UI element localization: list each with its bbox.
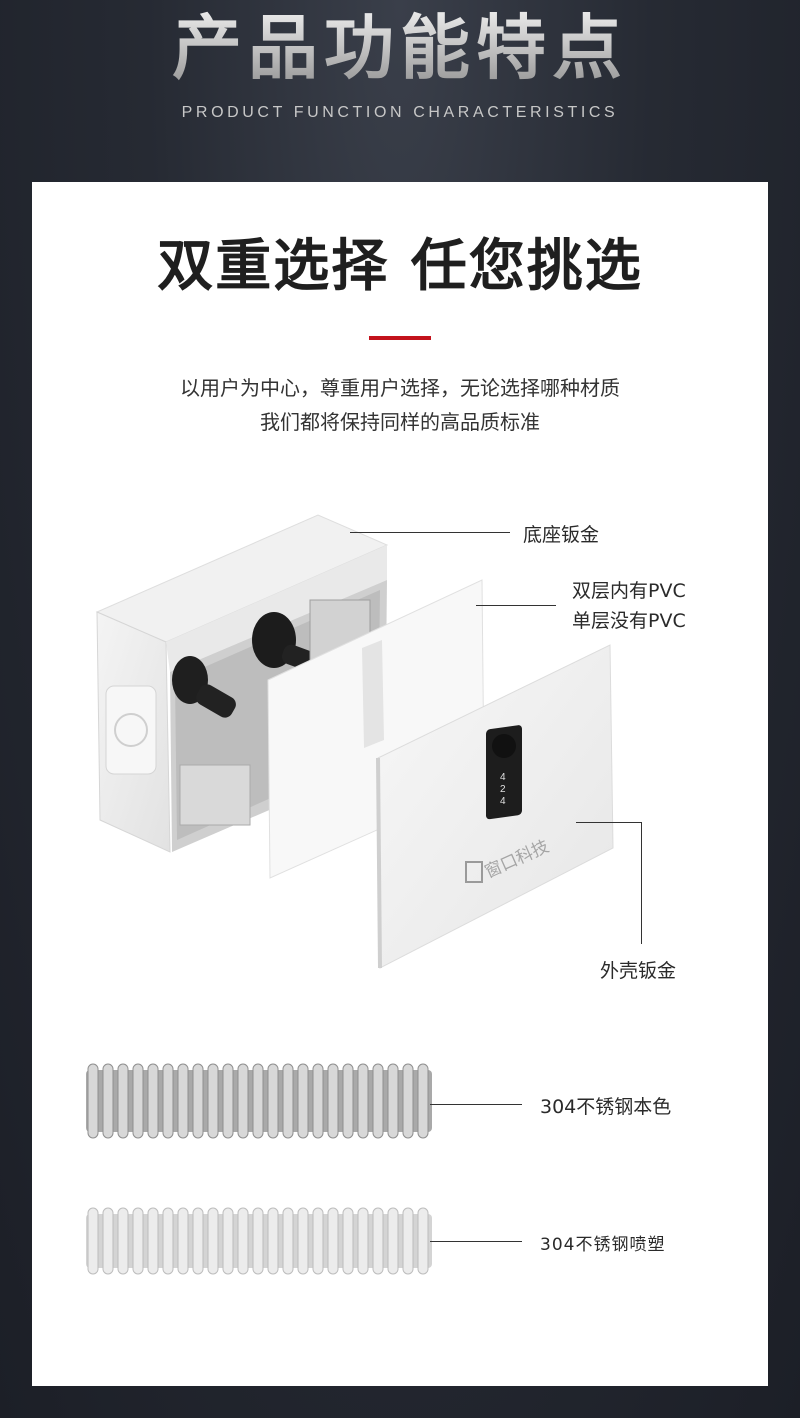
- leader-line-shell-h: [576, 822, 642, 823]
- steel-hose-coated: [86, 1207, 432, 1275]
- outer-shell: [376, 644, 614, 969]
- leader-line-shell-v: [641, 822, 642, 944]
- leader-line-hose-1: [430, 1104, 522, 1105]
- lock-digit-3: 4: [500, 796, 506, 807]
- label-base-sheet-metal: 底座钣金: [523, 524, 600, 546]
- description-line-1: 以用户为中心，尊重用户选择，无论选择哪种材质: [180, 376, 620, 400]
- description-line-2: 我们都将保持同样的高品质标准: [260, 410, 540, 434]
- label-hose-natural: 304不锈钢本色: [540, 1096, 672, 1118]
- leader-line-base: [350, 532, 510, 533]
- header-subtitle: PRODUCT FUNCTION CHARACTERISTICS: [181, 104, 619, 121]
- header-title: 产品功能特点: [0, 2, 800, 94]
- label-pvc-double: 双层内有PVC: [572, 580, 686, 602]
- accent-divider: [369, 336, 431, 340]
- steel-hose-natural: [86, 1063, 432, 1139]
- section-title: 双重选择 任您挑选: [157, 234, 643, 299]
- label-hose-coated: 304不锈钢喷塑: [540, 1235, 666, 1255]
- leader-line-hose-2: [430, 1241, 522, 1242]
- label-shell-sheet-metal: 外壳钣金: [600, 960, 677, 982]
- leader-line-pvc: [476, 605, 556, 606]
- lock-digit-2: 2: [500, 784, 506, 795]
- label-pvc-single: 单层没有PVC: [572, 610, 686, 632]
- lock-digit-1: 4: [500, 772, 506, 783]
